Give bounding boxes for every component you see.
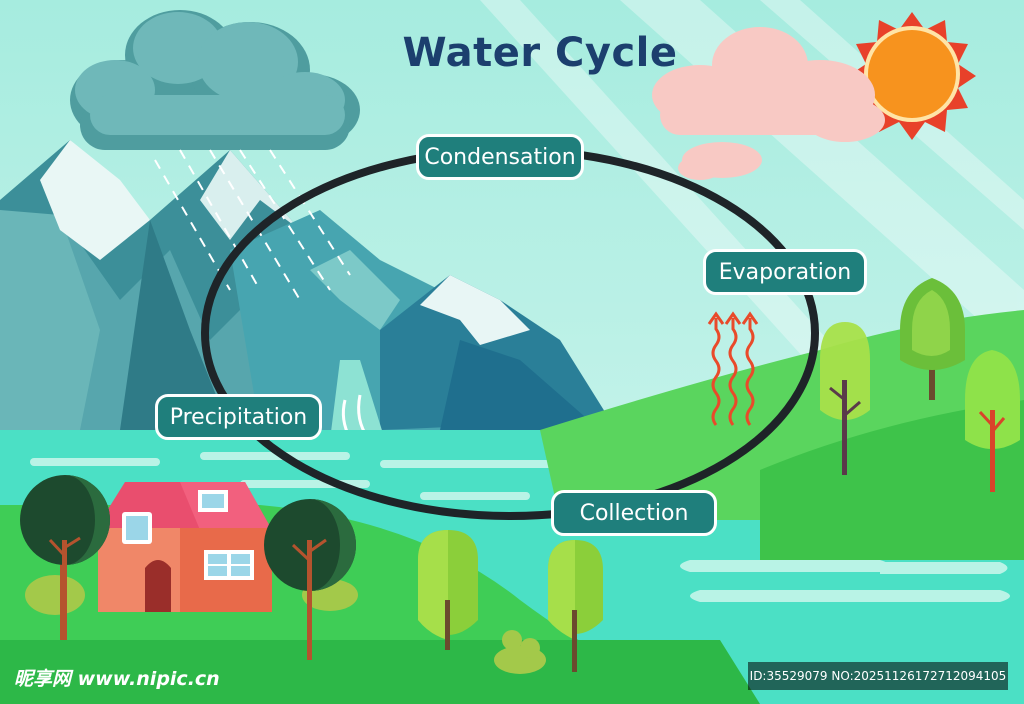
rain-lines [154, 149, 351, 301]
tree-foreground-2 [548, 540, 603, 672]
pink-cloud-icon [652, 27, 885, 180]
mountain-range-center [230, 210, 610, 430]
collection-label: Collection [551, 490, 717, 536]
bush-foreground [494, 630, 546, 674]
tree-right-1 [900, 278, 965, 400]
house-icon [95, 482, 272, 612]
tree-right-2 [820, 322, 870, 475]
evaporation-arrows-icon [707, 311, 759, 426]
tree-foreground-1 [418, 530, 478, 650]
condensation-label: Condensation [416, 134, 584, 180]
sun-icon [848, 12, 976, 140]
tree-house-right [264, 499, 356, 660]
page-title: Water Cycle [402, 30, 678, 76]
precipitation-label: Precipitation [155, 394, 322, 440]
rain-cloud-icon [70, 10, 360, 150]
watermark-site: 昵享网 www.nipic.cn [14, 668, 220, 690]
evaporation-label: Evaporation [703, 249, 867, 295]
tree-right-3 [965, 350, 1020, 492]
tree-house-left [20, 475, 110, 640]
watermark-id: ID:35529079 NO:20251126172712094105 [748, 662, 1008, 690]
